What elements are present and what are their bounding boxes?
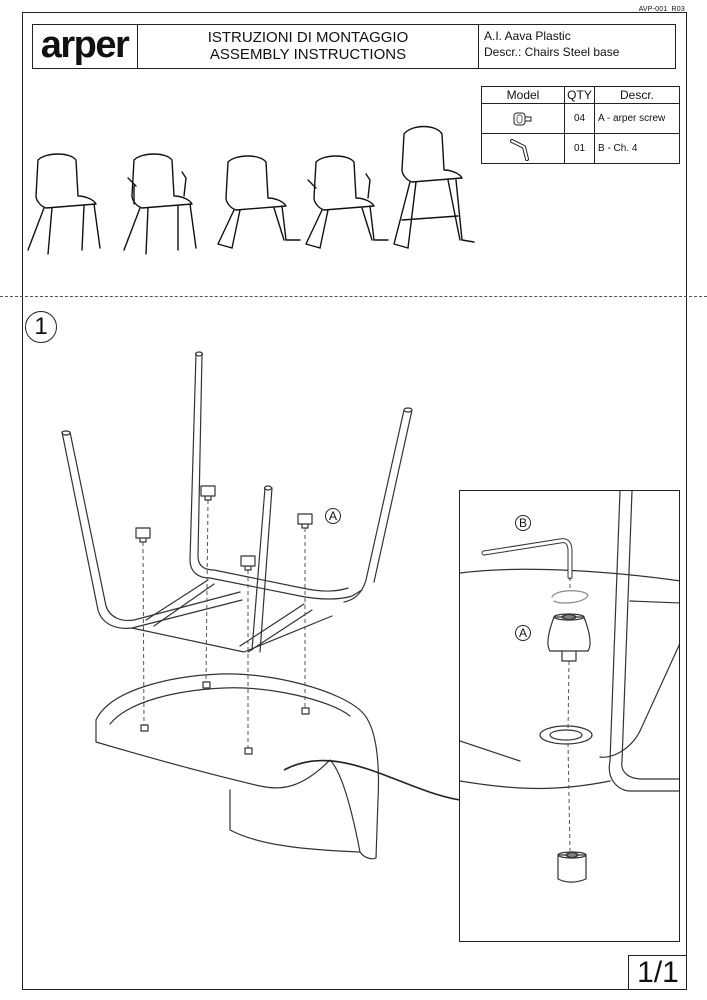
stool-sled-base bbox=[393, 125, 475, 249]
chair-four-legs bbox=[27, 153, 101, 255]
callout-b-detail: B bbox=[515, 515, 531, 531]
header-descr: Descr. bbox=[594, 86, 680, 104]
screw-2 bbox=[200, 485, 216, 501]
allen-key-icon bbox=[510, 138, 529, 161]
product-description: Descr.: Chairs Steel base bbox=[484, 45, 620, 59]
chair-armchair-sled-base bbox=[305, 155, 389, 249]
section-divider bbox=[0, 296, 707, 297]
model-cell bbox=[481, 133, 565, 164]
product-name: A.I. Aava Plastic bbox=[484, 29, 571, 43]
detail-illustration bbox=[460, 491, 679, 883]
title-box: ISTRUZIONI DI MONTAGGIO ASSEMBLY INSTRUC… bbox=[138, 24, 479, 69]
qty-cell: 01 bbox=[564, 133, 595, 164]
callout-a-main: A bbox=[325, 508, 341, 524]
assembly-illustration bbox=[61, 351, 461, 860]
brand-logo: arper bbox=[40, 23, 130, 66]
table-row: 01 B - Ch. 4 bbox=[481, 133, 680, 164]
callout-a-detail: A bbox=[515, 625, 531, 641]
title-italian: ISTRUZIONI DI MONTAGGIO bbox=[207, 29, 409, 46]
chair-variants-illustration bbox=[27, 125, 475, 255]
description-box: A.I. Aava Plastic Descr.: Chairs Steel b… bbox=[484, 28, 619, 60]
header-qty: QTY bbox=[564, 86, 595, 104]
title-english: ASSEMBLY INSTRUCTIONS bbox=[209, 46, 407, 63]
screw-icon bbox=[513, 112, 532, 125]
screw-4 bbox=[297, 513, 313, 529]
parts-table-header: Model QTY Descr. bbox=[481, 86, 680, 104]
chair-sled-base bbox=[217, 155, 301, 249]
page-frame bbox=[22, 12, 687, 990]
document-code: AVP-001_R03 bbox=[638, 6, 685, 13]
table-row: 04 A - arper screw bbox=[481, 103, 680, 134]
chair-armchair-four-legs bbox=[123, 153, 197, 255]
page-number: 1/1 bbox=[628, 955, 687, 990]
parts-table: Model QTY Descr. 04 A - arper screw 01 B… bbox=[481, 86, 680, 164]
qty-cell: 04 bbox=[564, 103, 595, 134]
screw-1 bbox=[135, 527, 151, 543]
screw-3 bbox=[240, 555, 256, 571]
step-number: 1 bbox=[25, 311, 57, 343]
model-cell bbox=[481, 103, 565, 134]
header bbox=[32, 24, 676, 69]
logo-box: arper bbox=[32, 24, 138, 69]
detail-view: B A bbox=[459, 490, 680, 942]
descr-cell: B - Ch. 4 bbox=[594, 133, 680, 164]
